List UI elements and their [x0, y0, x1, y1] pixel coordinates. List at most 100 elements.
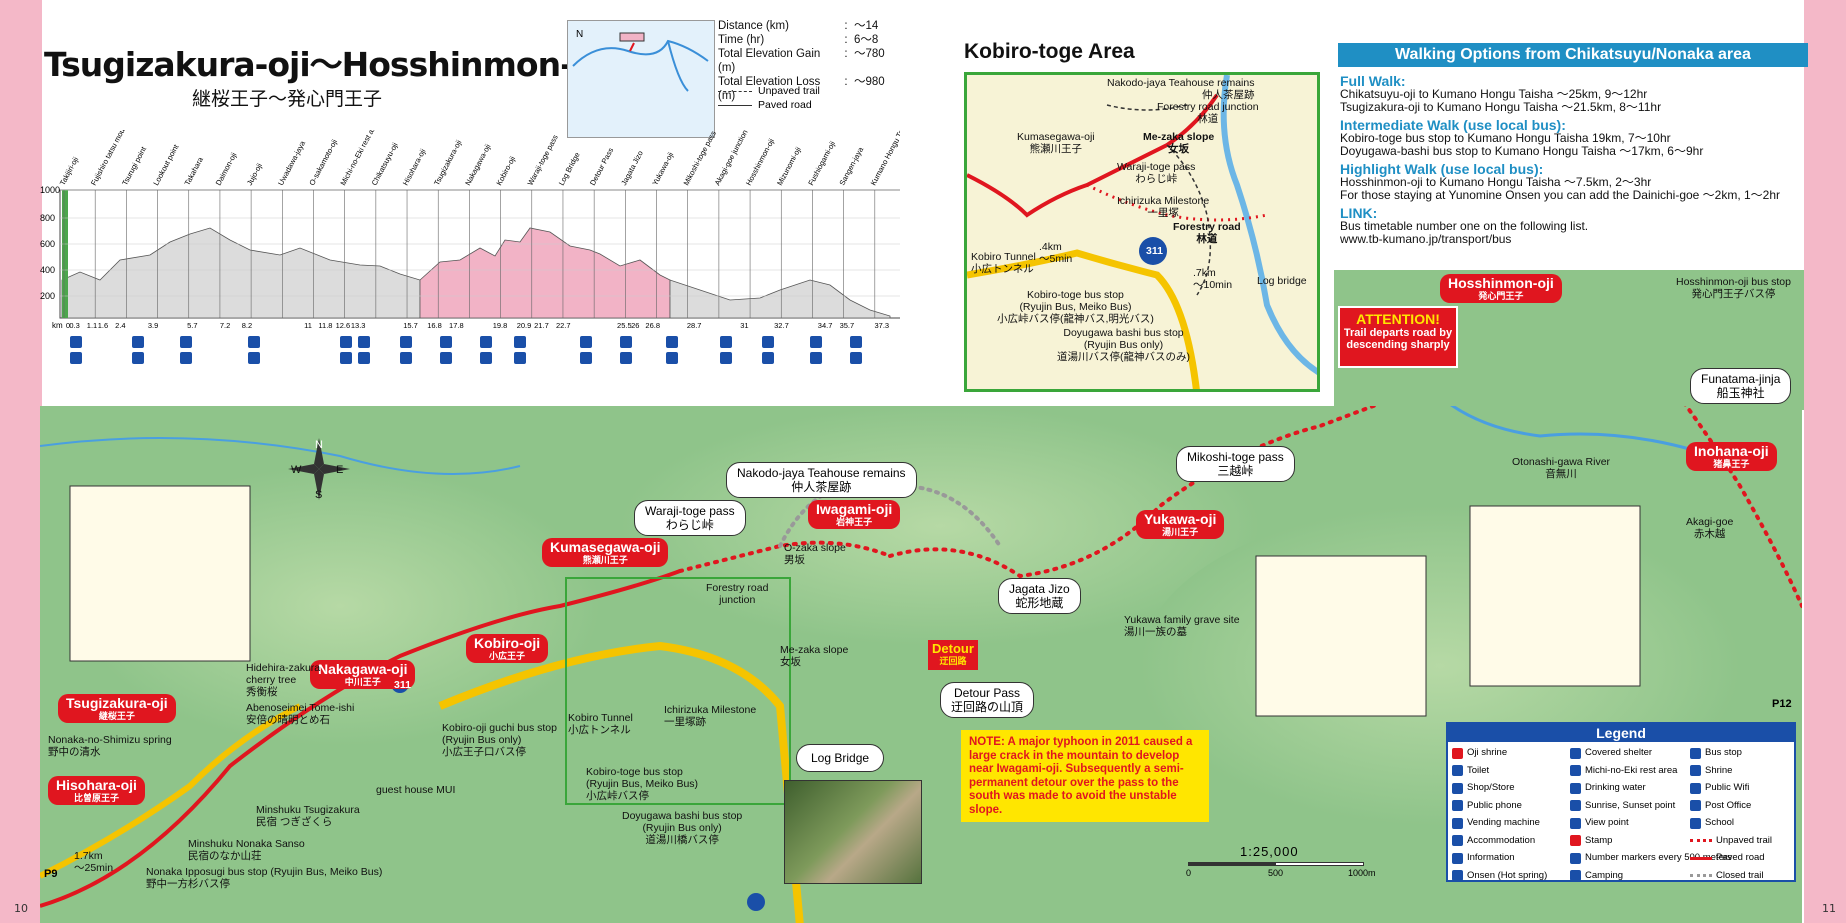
- legend-item: Public phone: [1452, 798, 1570, 815]
- facility-icon: [666, 336, 678, 348]
- page-title-japanese: 継桜王子〜発心門王子: [192, 88, 383, 110]
- stat-value: 6〜8: [854, 34, 879, 46]
- profile-place-label: Takijiri-oji: [58, 155, 81, 187]
- legend-item-label: View point: [1585, 817, 1629, 828]
- compass-s-text: S: [315, 489, 322, 501]
- profile-place-label: Sangen-jaya: [837, 145, 865, 187]
- attention-body: Trail departs road by descending sharply: [1343, 327, 1453, 351]
- profile-km-tick: 2.4: [115, 321, 125, 330]
- walk-section-line: Doyugawa-bashi bus stop to Kumano Hongu …: [1340, 144, 1704, 158]
- facility-icon: [358, 352, 370, 364]
- next-page-link[interactable]: P12: [1772, 698, 1792, 710]
- legend-item-label: Number markers every 500 meters: [1585, 852, 1732, 863]
- profile-km-tick: 32.7: [774, 321, 789, 330]
- facility-icon: [340, 352, 352, 364]
- legend-item-label: Information: [1467, 852, 1515, 863]
- walk-section-line: www.tb-kumano.jp/transport/bus: [1340, 232, 1512, 246]
- profile-km-tick: 37.3: [875, 321, 890, 330]
- profile-km-tick: 25.5: [617, 321, 632, 330]
- legend-item-label: Oji shrine: [1467, 747, 1508, 758]
- legend-item-label: School: [1705, 817, 1735, 828]
- legend-item: Camping: [1570, 868, 1690, 885]
- profile-km-tick: 11: [304, 321, 312, 330]
- profile-place-label: Akagi-goe junction: [713, 130, 750, 187]
- legend-item-label: Public Wifi: [1705, 782, 1750, 793]
- scale-tick-1000: 1000m: [1348, 868, 1376, 878]
- attention-title: ATTENTION!: [1356, 311, 1440, 327]
- profile-km-tick: 5.7: [187, 321, 197, 330]
- compass-rose: N E S W: [288, 438, 350, 501]
- stat-row: Time (hr):6〜8: [718, 34, 879, 46]
- stat-label: Total Elevation Gain (m): [718, 48, 821, 74]
- profile-km-tick: 19.8: [493, 321, 508, 330]
- legend-icon: [1452, 747, 1463, 759]
- facility-icon: [720, 352, 732, 364]
- stat-row: Total Elevation Gain (m):〜780: [718, 48, 885, 74]
- scale-tick-0: 0: [1186, 868, 1192, 878]
- label-log-bridge: Log Bridge: [796, 744, 885, 772]
- stat-value: 〜980: [854, 76, 885, 88]
- facility-icon: [850, 352, 862, 364]
- profile-place-label: Hosshinmon-oji: [744, 137, 776, 187]
- paved-label: Paved road: [758, 99, 812, 111]
- legend-item: Covered shelter: [1570, 745, 1690, 762]
- legend-item: Stamp: [1570, 833, 1690, 850]
- legend-icon: [1452, 782, 1463, 794]
- facility-icon: [620, 352, 632, 364]
- page-title: Tsugizakura-oji〜Hosshinmon-oji: [44, 45, 616, 84]
- legend-item-label: Bus stop: [1705, 747, 1742, 758]
- profile-place-label: Tsugizakura-oji: [432, 138, 464, 187]
- walk-section-line: Kobiro-toge bus stop to Kumano Hongu Tai…: [1340, 131, 1671, 145]
- profile-y-tick: 800: [40, 213, 55, 223]
- profile-place-label: Mizunomi-oji: [775, 145, 803, 187]
- text-ipposugi-bus: Nonaka Ipposugi bus stop (Ryujin Bus, Me…: [146, 866, 383, 890]
- legend-icon: [1570, 817, 1581, 829]
- log-bridge-photo: [784, 780, 922, 884]
- legend-item: Public Wifi: [1690, 780, 1800, 797]
- stat-label: Distance (km): [718, 20, 789, 32]
- profile-km-tick: 21.7: [534, 321, 549, 330]
- legend-icon: [1570, 747, 1581, 759]
- prev-page-link[interactable]: P9: [44, 868, 58, 880]
- profile-km-tick: 1.1: [87, 321, 97, 330]
- compass-e-text: E: [336, 464, 343, 476]
- legend-icon: [1452, 835, 1463, 847]
- profile-km-tick: 34.7: [818, 321, 833, 330]
- legend-item-label: Drinking water: [1585, 782, 1646, 793]
- walk-section-line: Hosshinmon-oji to Kumano Hongu Taisha 〜7…: [1340, 175, 1652, 189]
- facility-icon: [180, 336, 192, 348]
- facility-icon: [762, 352, 774, 364]
- map-legend: Legend Oji shrine Covered shelter Bus stop…: [1446, 722, 1796, 882]
- kobiro-label-log-bridge: Log bridge: [1257, 275, 1307, 287]
- walk-section-title: Highlight Walk (use local bus):: [1340, 161, 1544, 177]
- profile-place-label: Uwadawa-jaya: [276, 139, 307, 187]
- profile-place-label: Kumano Hongu Taisha: [869, 130, 900, 187]
- legend-item-label: Unpaved trail: [1716, 834, 1772, 846]
- legend-item: Bus stop: [1690, 745, 1800, 762]
- profile-place-label: Yukawa-oji: [650, 150, 675, 187]
- profile-km-tick: 31: [740, 321, 748, 330]
- overview-inset-map: N: [567, 20, 715, 138]
- legend-title: Legend: [1448, 724, 1794, 742]
